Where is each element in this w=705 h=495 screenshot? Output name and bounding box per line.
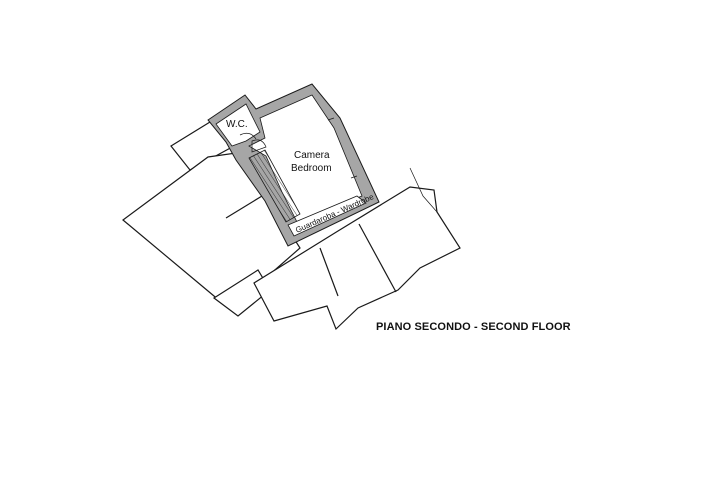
- door-swing-wc: [239, 132, 257, 140]
- floor-caption: PIANO SECONDO - SECOND FLOOR: [376, 321, 571, 333]
- wc-label: W.C.: [226, 119, 248, 130]
- window-mark: [327, 117, 335, 121]
- roof-right-edge: [409, 167, 438, 213]
- roof-right: [253, 186, 461, 331]
- roof-right-ridge-a: [358, 223, 397, 293]
- roof-left-ridge: [225, 195, 263, 219]
- window-mark-2: [350, 175, 358, 179]
- bedroom-label-en: Bedroom: [291, 163, 332, 174]
- wardrobe-floor: [287, 195, 367, 237]
- door-swing: [251, 139, 267, 153]
- staircase: [248, 149, 301, 223]
- bedroom-label-it: Camera: [294, 150, 330, 161]
- building: [207, 83, 380, 247]
- roof-right-ridge-b: [319, 247, 339, 297]
- wc-floor: [215, 103, 261, 147]
